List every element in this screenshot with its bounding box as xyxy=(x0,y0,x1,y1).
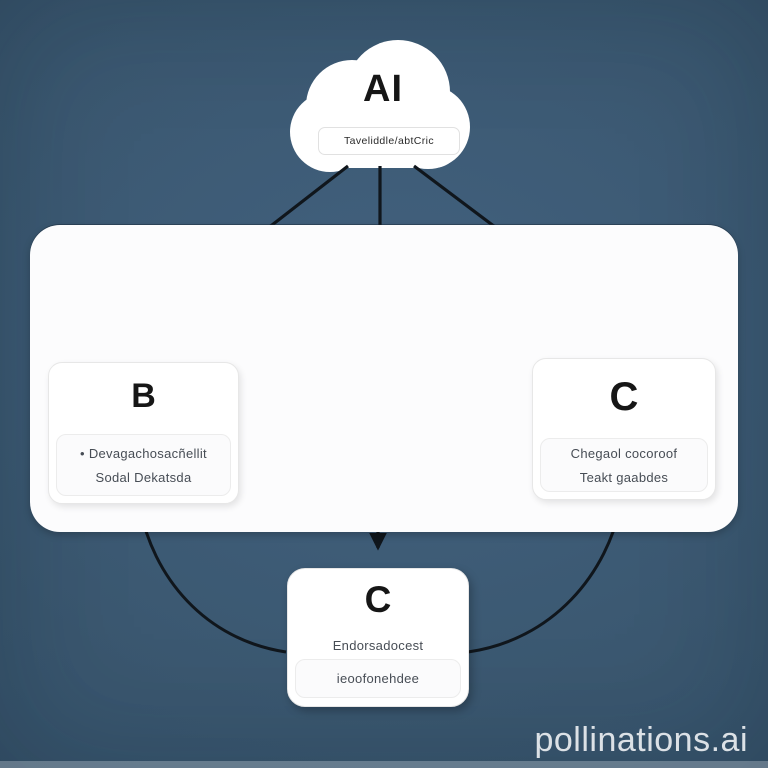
box-b-section: • Devagachosacñellit Sodal Dekatsda xyxy=(56,434,231,496)
bottom-light-band xyxy=(0,761,768,768)
ai-cloud-sublabel: Taveliddle/abtCric xyxy=(318,127,460,155)
box-b-line2: Sodal Dekatsda xyxy=(95,469,192,485)
box-bottom-section: ieoofonehdee xyxy=(295,659,461,698)
box-b-line1: • Devagachosacñellit xyxy=(57,443,230,464)
box-c: C Chegaol cocoroof Teakt gaabdes xyxy=(532,358,716,500)
box-b: B • Devagachosacñellit Sodal Dekatsda xyxy=(48,362,239,504)
watermark: pollinations.ai xyxy=(534,721,748,759)
box-bottom: C Endorsadocest ieoofonehdee xyxy=(287,568,469,707)
box-b-title: B xyxy=(131,377,156,415)
box-bottom-line1: Endorsadocest xyxy=(332,638,424,653)
box-bottom-line2: ieoofonehdee xyxy=(336,671,420,686)
box-bottom-title: C xyxy=(364,579,392,620)
box-c-line2: Teakt gaabdes xyxy=(579,469,669,485)
box-c-line1: Chegaol cocoroof xyxy=(570,445,678,461)
bullet-point: • xyxy=(80,445,85,461)
ai-cloud-title: AI xyxy=(363,68,403,110)
box-b-line1-text: Devagachosacñellit xyxy=(88,445,207,461)
box-c-section: Chegaol cocoroof Teakt gaabdes xyxy=(540,438,708,492)
box-c-title: C xyxy=(609,375,639,419)
